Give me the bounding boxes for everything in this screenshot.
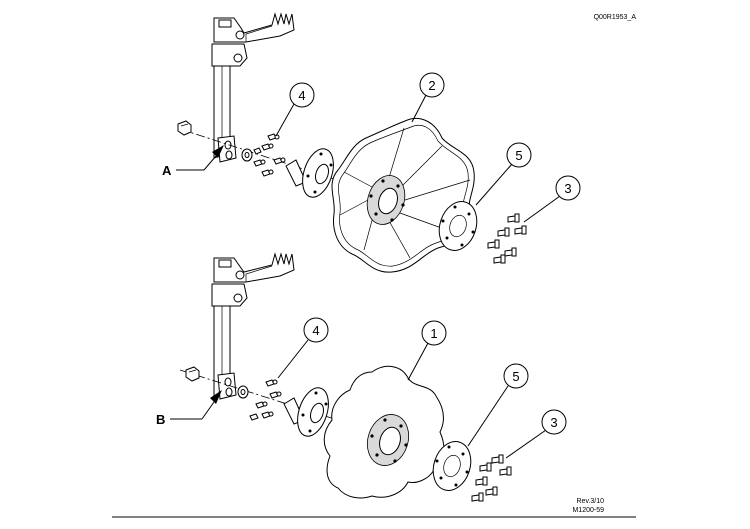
svg-text:3: 3: [550, 415, 557, 430]
view-label-b: B: [156, 412, 165, 427]
callout-4-b: 4: [277, 317, 329, 379]
hub-bolts-a: [253, 133, 286, 177]
nut-a: [177, 120, 192, 136]
svg-text:4: 4: [312, 323, 319, 338]
svg-text:5: 5: [512, 369, 519, 384]
svg-text:3: 3: [564, 181, 571, 196]
hub-b: [283, 387, 329, 437]
hub-bolts-b: [249, 379, 282, 421]
callout-3-b: 3: [505, 409, 567, 459]
callout-4-a: 4: [275, 82, 315, 137]
mounting-arm-b: [211, 252, 295, 400]
callout-2: 2: [411, 72, 445, 123]
hub-a: [285, 148, 334, 198]
mounting-arm-a: [211, 12, 295, 163]
svg-text:2: 2: [428, 78, 435, 93]
callout-3-a: 3: [523, 175, 581, 223]
svg-text:5: 5: [515, 148, 522, 163]
callout-1: 1: [407, 320, 447, 381]
drawing-id: Q00R1953_A: [594, 14, 637, 21]
part-number-label: M1200-59: [572, 507, 604, 514]
notched-disc-1: [323, 365, 445, 499]
svg-text:4: 4: [298, 88, 305, 103]
retainer-plate-5-a: [438, 201, 478, 251]
callout-5-b: 5: [467, 363, 529, 447]
svg-text:1: 1: [430, 326, 437, 341]
wavy-disc-2: [331, 117, 475, 273]
retainer-plate-5-b: [432, 441, 472, 491]
view-label-a: A: [162, 163, 172, 178]
bolts-3-a: [487, 213, 527, 264]
revision-label: Rev.3/10: [577, 498, 605, 505]
nut-b: [185, 366, 200, 382]
view-a: A 4 2 5 3: [162, 12, 581, 273]
callout-5-a: 5: [475, 142, 532, 206]
view-b: B 4 1 5 3: [156, 252, 567, 502]
bolts-3-b: [471, 454, 512, 502]
